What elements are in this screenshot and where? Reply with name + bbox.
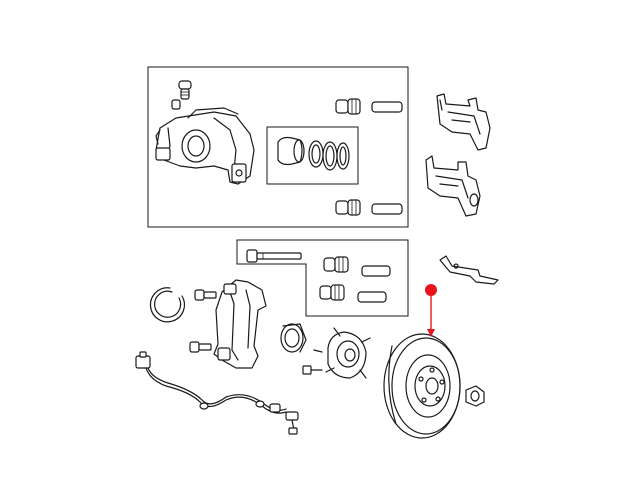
wheel-speed-sensor[interactable] bbox=[135, 351, 299, 435]
hub-bolt[interactable] bbox=[302, 365, 323, 375]
guide-pin-boot-kit-lower[interactable] bbox=[335, 199, 403, 216]
wheel-studs bbox=[313, 327, 371, 379]
caliper-piston-seal-kit[interactable] bbox=[277, 136, 350, 171]
brake-rotor[interactable] bbox=[383, 333, 461, 439]
guide-pin-boot-upper[interactable] bbox=[323, 256, 391, 277]
anti-rattle-clip[interactable] bbox=[439, 255, 499, 285]
caliper-assembly-group-box bbox=[147, 66, 409, 228]
brake-pad-outer[interactable] bbox=[425, 155, 481, 217]
guide-pin-kit-group-box bbox=[236, 239, 409, 317]
hub-and-bearing[interactable] bbox=[313, 327, 371, 379]
snap-ring[interactable] bbox=[149, 287, 186, 323]
caliper-guide-pin-bolt[interactable] bbox=[246, 249, 302, 263]
brake-pad-inner[interactable] bbox=[436, 93, 491, 151]
caliper-assembly[interactable] bbox=[155, 107, 255, 185]
adapter-bolt-lower[interactable] bbox=[189, 341, 212, 353]
caliper-adapter[interactable] bbox=[213, 279, 267, 369]
guide-pin-boot-kit-upper[interactable] bbox=[335, 98, 403, 115]
bleeder-screw[interactable] bbox=[171, 80, 192, 110]
wheel-bearing[interactable] bbox=[280, 323, 307, 353]
piston-seal-kit-box bbox=[266, 126, 359, 185]
callout-marker bbox=[425, 284, 437, 337]
lug-nut[interactable] bbox=[465, 385, 485, 407]
brake-pad-set[interactable] bbox=[425, 93, 491, 217]
adapter-bolt-upper[interactable] bbox=[194, 289, 217, 301]
guide-pin-boot-lower[interactable] bbox=[319, 284, 387, 303]
